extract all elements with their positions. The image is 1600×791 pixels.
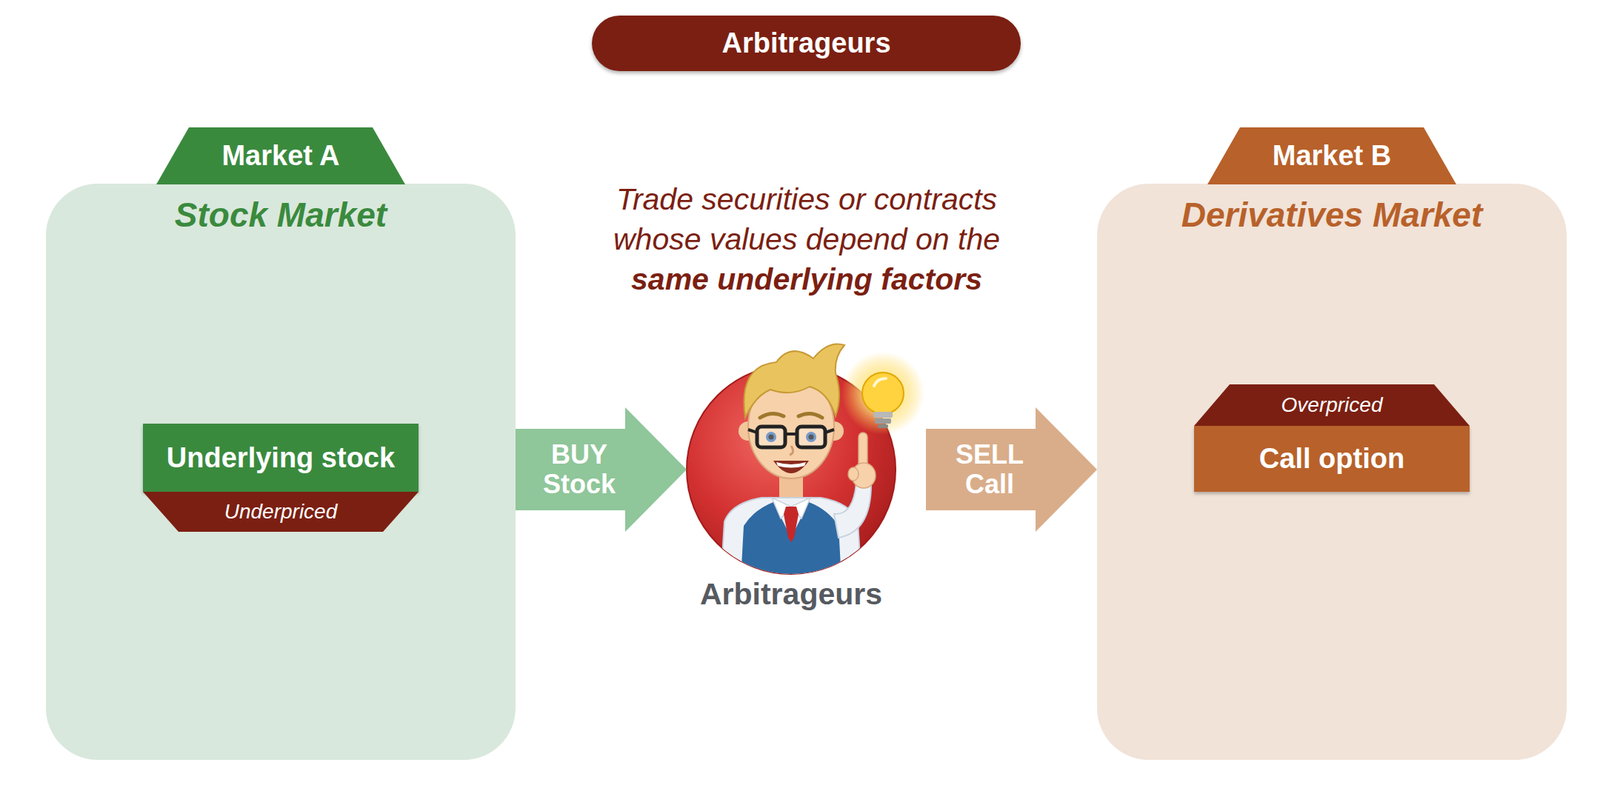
asset-box-face: Underlying stock bbox=[142, 423, 419, 492]
block-arrow bbox=[515, 407, 687, 532]
price-band: Overpriced bbox=[1194, 384, 1470, 426]
eyebrow bbox=[798, 413, 823, 418]
bulb-base bbox=[873, 411, 893, 418]
shirt bbox=[720, 497, 862, 581]
arrow-label-row: BUY Stock bbox=[512, 425, 646, 515]
asset-label: Underlying stock bbox=[166, 442, 395, 475]
market-panel: Market BDerivatives MarketCall optionOve… bbox=[1097, 183, 1567, 760]
asset-box-face: Call option bbox=[1194, 425, 1470, 492]
glasses-temple bbox=[748, 429, 758, 433]
panel-heading: Stock Market bbox=[174, 194, 387, 235]
block-arrow bbox=[925, 407, 1098, 532]
teeth bbox=[776, 462, 806, 469]
title-pill: Arbitrageurs bbox=[591, 15, 1021, 72]
bulb-glow bbox=[841, 351, 925, 435]
avatar-caption: Arbitrageurs bbox=[477, 577, 1105, 612]
price-band: Underpriced bbox=[142, 491, 419, 532]
hair bbox=[743, 343, 845, 418]
asset-label: Call option bbox=[1259, 442, 1405, 475]
eyebrow bbox=[760, 413, 784, 418]
panel-heading-row: Stock Market bbox=[45, 194, 516, 235]
bulb-glass bbox=[862, 372, 904, 415]
tab-label: Market B bbox=[1272, 140, 1392, 172]
glasses-bridge bbox=[785, 432, 798, 436]
vest bbox=[740, 502, 842, 581]
asset-box: Underlying stockUnderpriced bbox=[142, 423, 419, 532]
glasses-temple bbox=[825, 429, 835, 433]
panel-heading: Derivatives Market bbox=[1181, 194, 1483, 235]
bulb-highlight bbox=[874, 378, 886, 386]
note-emphasis: same underlying factors bbox=[569, 259, 1044, 300]
asset-box: Call option Overpriced bbox=[1194, 384, 1470, 492]
tie bbox=[783, 506, 799, 543]
arrow-label: SELL Call bbox=[937, 440, 1042, 500]
panel-tab: Market B bbox=[1207, 127, 1457, 185]
nose bbox=[789, 445, 794, 455]
glasses-lens bbox=[757, 426, 786, 448]
avatar-caption-row: Arbitrageurs bbox=[477, 577, 1105, 612]
glasses-lens bbox=[797, 426, 826, 448]
bulb-base bbox=[877, 424, 889, 429]
figure-body bbox=[720, 469, 872, 581]
panel-tab: Market A bbox=[156, 127, 406, 185]
mouth bbox=[773, 460, 809, 474]
panel-heading-row: Derivatives Market bbox=[1097, 194, 1567, 235]
note-block: Trade securities or contracts whose valu… bbox=[569, 179, 1044, 300]
market-panel: Market AStock MarketUnderlying stockUnde… bbox=[45, 183, 516, 760]
thumb bbox=[848, 467, 859, 481]
light-bulb bbox=[841, 351, 925, 435]
bulb-base bbox=[874, 418, 892, 424]
arbitrageur-figure bbox=[686, 343, 925, 581]
price-label: Overpriced bbox=[1281, 393, 1383, 418]
avatar-circle: Arbitrageurs bbox=[686, 365, 896, 575]
band-trapezoid bbox=[1194, 384, 1470, 426]
arrow-label-row: SELL Call bbox=[922, 425, 1057, 515]
tab-trapezoid bbox=[1207, 127, 1457, 185]
price-label: Underpriced bbox=[224, 500, 338, 524]
arrow-label: BUY Stock bbox=[527, 440, 632, 500]
tab-trapezoid bbox=[156, 127, 406, 185]
note-text: Trade securities or contracts whose valu… bbox=[569, 179, 1044, 260]
title-text: Arbitrageurs bbox=[721, 27, 891, 60]
sleeve bbox=[834, 482, 872, 538]
band-trapezoid bbox=[142, 491, 419, 532]
tab-label: Market A bbox=[221, 140, 340, 172]
